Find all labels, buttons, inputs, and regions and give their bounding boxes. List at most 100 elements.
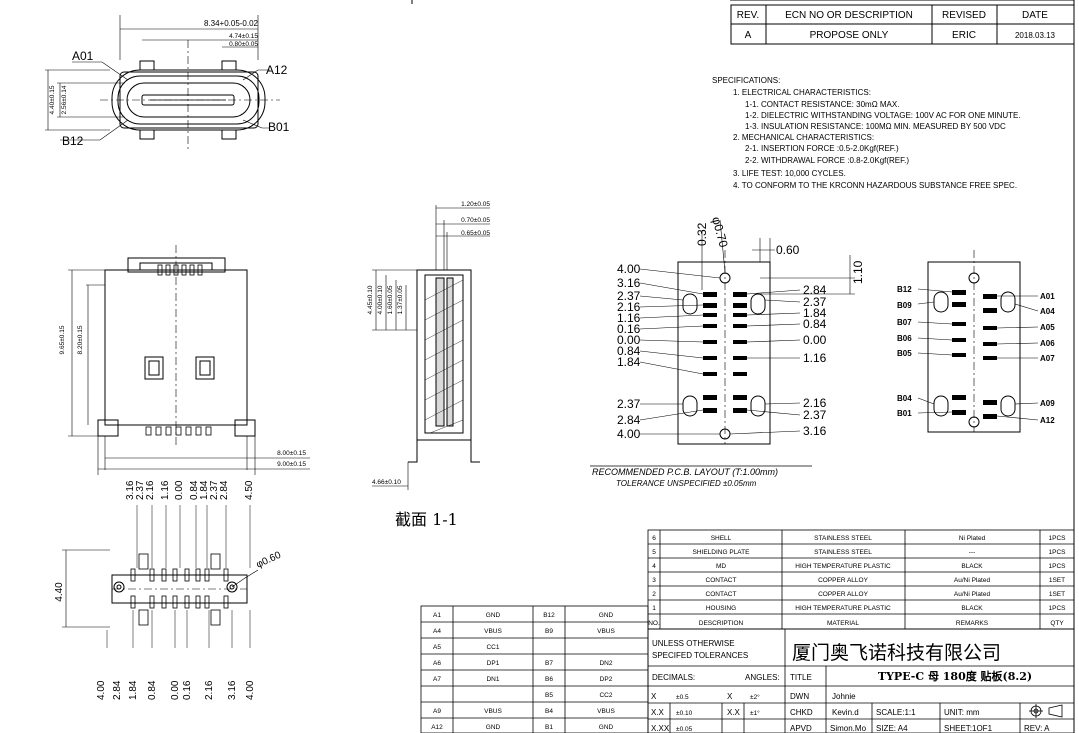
bottom-view: [62, 505, 259, 648]
bv-bottom-dim-4: 0.00: [170, 680, 181, 700]
bom-header-4: QTY: [1050, 620, 1064, 627]
bom-cell-2-4: 1PCS: [1049, 563, 1067, 570]
spec-line-1: 1. ELECTRICAL CHARACTERISTICS:: [733, 88, 871, 97]
bv-bottom-dim-7: 3.16: [227, 680, 238, 700]
bv-bottom-dim-6: 2.16: [204, 680, 215, 700]
pin-map-right-6: A12: [1040, 416, 1055, 425]
tb-r2-c5: Simon.Mo: [830, 724, 867, 733]
pcb-right-dim-3: 0.84: [803, 317, 827, 331]
pcb-left-dim-0: 4.00: [617, 262, 641, 276]
pcb-top-dim-2: 0.60: [776, 243, 800, 257]
bom-cell-3-4: 1SET: [1049, 577, 1065, 584]
pcb-layout: [590, 219, 855, 467]
bv-top-dim-2: 2.16: [145, 480, 156, 500]
bom-cell-5-3: BLACK: [961, 605, 983, 612]
dim-slot: 0.80±0.05: [229, 41, 258, 48]
rev-value-0: A: [745, 30, 752, 41]
pinout-cell-5-3: CC2: [599, 692, 612, 699]
bv-top-dim-6: 1.84: [199, 480, 210, 500]
pinout-cell-3-3: DN2: [599, 660, 612, 667]
bom-cell-0-2: STAINLESS STEEL: [814, 535, 872, 542]
bom-header-3: REMARKS: [956, 620, 989, 627]
pinout-cell-4-3: DP2: [600, 676, 613, 683]
tb-r1-c3: ±1°: [750, 709, 760, 717]
top-view: [45, 15, 280, 150]
tb-r0-c5: Johnie: [832, 692, 856, 701]
pin-map-right-2: A05: [1040, 323, 1055, 332]
bom-cell-0-0: 6: [652, 535, 656, 542]
bom-header-2: MATERIAL: [827, 620, 859, 627]
pin-map-right-1: A04: [1040, 307, 1055, 316]
bv-top-dim-4: 0.00: [174, 480, 185, 500]
rev-header-3: DATE: [1022, 10, 1048, 21]
pin-map: [917, 250, 1039, 433]
pin-map-left-5: B04: [897, 394, 912, 403]
tb-sheet: SHEET:1OF1: [944, 724, 993, 733]
spec-line-3: 1-2. DIELECTRIC WITHSTANDING VOLTAGE: 10…: [745, 111, 1021, 120]
bv-top-dim-0: 3.16: [125, 480, 136, 500]
dim-section-4: 4.45±0.10: [367, 285, 374, 314]
pinout-cell-4-2: B6: [545, 676, 553, 683]
rev-header-0: REV.: [737, 10, 759, 21]
pinout-cell-0-3: GND: [599, 612, 614, 619]
pin-label-b01: B01: [268, 120, 290, 134]
bom-cell-0-4: 1PCS: [1049, 535, 1067, 542]
pinout-cell-7-1: GND: [486, 724, 501, 731]
bv-top-dim-8: 2.84: [219, 480, 230, 500]
pinout-cell-7-2: B1: [545, 724, 553, 731]
pin-map-left-2: B07: [897, 318, 912, 327]
bom-cell-0-1: SHELL: [711, 535, 732, 542]
bom-cell-4-0: 2: [652, 591, 656, 598]
bv-side-dim: 4.40: [54, 582, 65, 602]
tb-note-0: UNLESS OTHERWISE: [652, 639, 735, 648]
pin-map-right-0: A01: [1040, 292, 1055, 301]
bom-cell-4-3: Au/Ni Plated: [954, 591, 991, 598]
rev-value-2: ERIC: [952, 30, 976, 41]
spec-line-8: 3. LIFE TEST: 10,000 CYCLES.: [733, 169, 846, 178]
bom-cell-5-2: HIGH TEMPERATURE PLASTIC: [795, 605, 891, 612]
bom-cell-2-3: BLACK: [961, 563, 983, 570]
dim-section-2: 0.70±0.05: [461, 217, 490, 224]
title-block: [647, 628, 1075, 733]
tb-r2-c1: ±0.05: [676, 726, 693, 733]
spec-line-5: 2. MECHANICAL CHARACTERISTICS:: [733, 133, 874, 142]
pin-label-a12: A12: [266, 63, 288, 77]
company-name: 厦门奥飞诺科技有限公司: [792, 642, 1001, 664]
bom-cell-5-1: HOUSING: [706, 605, 736, 612]
spec-line-6: 2-1. INSERTION FORCE :0.5-2.0Kgf(REF.): [745, 144, 899, 153]
spec-line-4: 1-3. INSULATION RESISTANCE: 100MΩ MIN. M…: [745, 122, 1006, 131]
pcb-left-dim-2: 2.37: [617, 289, 641, 303]
pcb-right-dim-6: 2.16: [803, 396, 827, 410]
pinout-cell-5-2: B5: [545, 692, 553, 699]
tb-r0-c3: ±2°: [750, 693, 760, 701]
bv-bottom-dim-1: 2.84: [112, 680, 123, 700]
rev-header-1: ECN NO OR DESCRIPTION: [785, 10, 913, 21]
pinout-cell-1-0: A4: [433, 628, 441, 635]
top-view-labels: A01 A12 B12 B01 8.34+0.05-0.02 4.74±0.15…: [49, 19, 290, 148]
dim-body-height: 8.20±0.15: [77, 325, 84, 354]
tb-scale: SCALE:1:1: [876, 708, 916, 717]
pcb-left-dim-6: 0.00: [617, 333, 641, 347]
pcb-right-dim-5: 1.16: [803, 351, 827, 365]
pcb-left-dim-3: 2.16: [617, 300, 641, 314]
tb-r0-c4: DWN: [790, 692, 809, 701]
rev-header-2: REVISED: [942, 10, 986, 21]
tb-r1-c2: X.X: [727, 708, 741, 717]
pinout-cell-6-0: A9: [433, 708, 441, 715]
pin-map-right-3: A06: [1040, 339, 1055, 348]
dim-height-outer: 4.40±0.15: [49, 85, 56, 114]
pin-map-left-0: B12: [897, 285, 912, 294]
pcb-right-dim-8: 3.16: [803, 424, 827, 438]
tb-angles: ANGLES:: [745, 673, 780, 682]
pcb-layout-labels: 4.00 3.16 2.37 2.16 1.16 0.16 0.00 0.84 …: [592, 215, 865, 488]
tb-rev: REV: A: [1024, 724, 1050, 733]
pinout-cell-3-0: A6: [433, 660, 441, 667]
bv-bottom-dim-3: 0.84: [147, 680, 158, 700]
bom-cell-3-3: Au/Ni Plated: [954, 577, 991, 584]
pcb-top-dim-1: φ0.70: [709, 215, 731, 249]
bv-top-dim-9: 4.50: [244, 480, 255, 500]
pinout-cell-4-1: DN1: [486, 676, 499, 683]
pcb-left-dim-11: 4.00: [617, 427, 641, 441]
dim-plug-width: 4.74±0.15: [229, 33, 258, 40]
tb-r2-c0: X.XX: [651, 724, 670, 733]
